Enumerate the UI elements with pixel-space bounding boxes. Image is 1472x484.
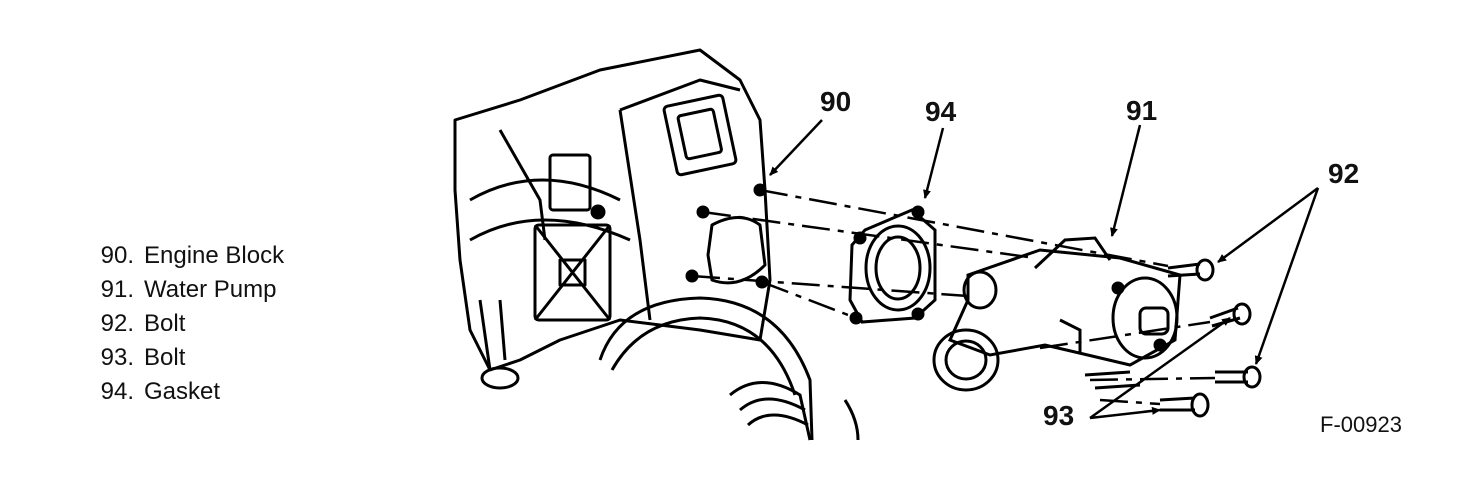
figure-code: F-00923 (1320, 412, 1402, 437)
legend-number: 91. (100, 276, 134, 303)
callout-94-gasket: 94 (925, 96, 957, 127)
water-pump-drawing (932, 236, 1182, 392)
legend-item: 94. Gasket (82, 378, 284, 412)
alignment-lines (691, 188, 1216, 406)
legend-item: 93. Bolt (82, 344, 284, 378)
callout-91-water-pump: 91 (1126, 95, 1158, 126)
callout-93-bolt: 93 (1043, 400, 1075, 431)
parts-legend: 90. Engine Block 91. Water Pump 92. Bolt 93… (82, 242, 284, 412)
pulley-drawing (598, 296, 860, 441)
leader-arrows (769, 119, 1320, 420)
legend-number: 92. (100, 310, 134, 337)
legend-label: Bolt (144, 344, 186, 371)
legend-item: 91. Water Pump (82, 276, 284, 310)
callout-92-bolt: 92 (1328, 158, 1360, 189)
legend-item: 90. Engine Block (82, 242, 284, 276)
legend-number: 93. (100, 344, 134, 371)
legend-number: 90. (100, 242, 134, 269)
callout-90-engine-block: 90 (820, 86, 852, 117)
legend-item: 92. Bolt (82, 310, 284, 344)
legend-label: Bolt (144, 310, 186, 337)
legend-number: 94. (100, 378, 134, 405)
bolt-drawings (1159, 258, 1262, 418)
legend-label: Water Pump (144, 276, 277, 303)
gasket-drawing (848, 205, 937, 325)
legend-label: Gasket (144, 378, 221, 405)
legend-label: Engine Block (144, 242, 285, 269)
